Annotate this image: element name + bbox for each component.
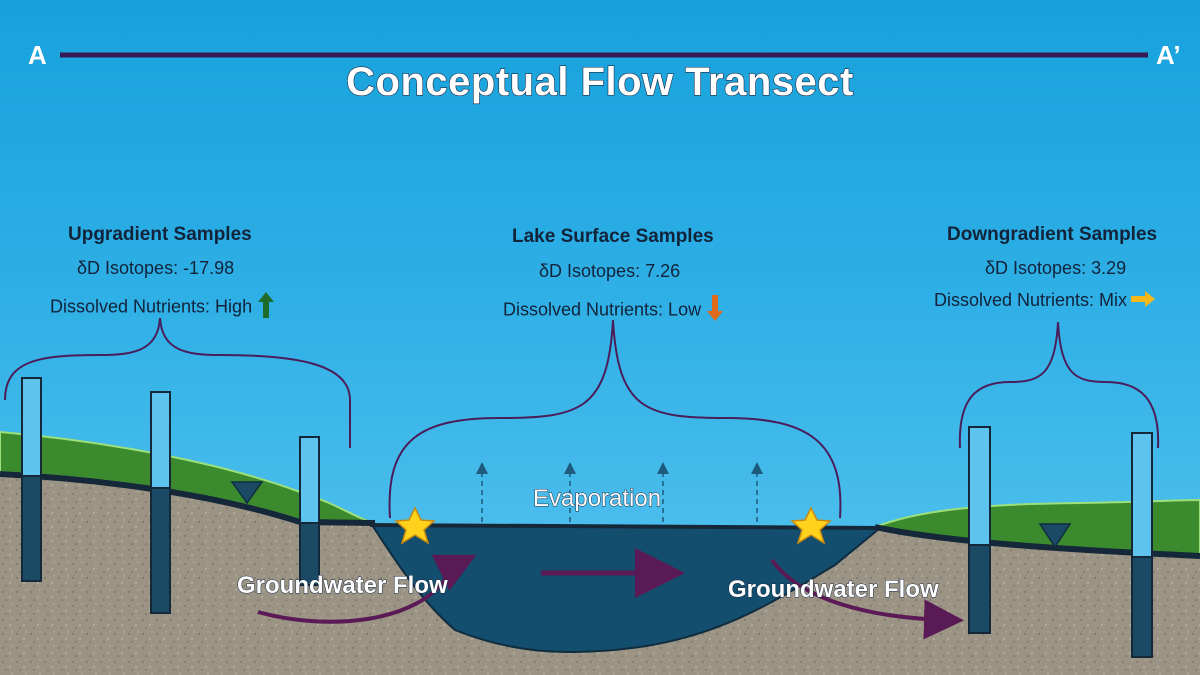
- bracket-lake: [388, 319, 842, 519]
- transect-start-label: A: [28, 40, 47, 70]
- bracket-downgradient: [958, 321, 1160, 449]
- groundwater-flow-label-left: Groundwater Flow: [237, 572, 449, 600]
- well-downgradient-2: [1131, 432, 1153, 658]
- lake-surface-line: [369, 523, 883, 530]
- lake-surface-isotopes: δD Isotopes: 7.26: [539, 261, 681, 281]
- water-table-symbol-left: [230, 481, 264, 505]
- lake-surface-nutrients-row: Dissolved Nutrients: Low: [503, 295, 724, 326]
- arrow-right-icon: [1131, 290, 1156, 312]
- downgradient-heading: Downgradient Samples: [947, 224, 1158, 245]
- water-table-symbol-right: [1038, 523, 1072, 549]
- upgradient-isotopes: δD Isotopes: -17.98: [77, 258, 235, 278]
- well-upgradient-1: [21, 377, 42, 582]
- downgradient-nutrients: Dissolved Nutrients: Mix: [934, 290, 1128, 310]
- evaporation-label: Evaporation: [532, 485, 662, 513]
- groundwater-flow-arrow-right: [770, 558, 964, 640]
- sample-star-right: [790, 506, 832, 545]
- well-downgradient-1: [968, 426, 991, 634]
- well-upgradient-3: [299, 436, 320, 586]
- transect-end-label: A’: [1156, 40, 1181, 70]
- arrow-up-icon: [258, 292, 275, 323]
- upgradient-heading: Upgradient Samples: [68, 224, 252, 245]
- upgradient-nutrients-row: Dissolved Nutrients: High: [50, 292, 275, 323]
- lake-body: [370, 523, 883, 654]
- arrow-down-icon: [707, 295, 724, 326]
- sample-star-left: [394, 506, 436, 545]
- upgradient-nutrients: Dissolved Nutrients: High: [50, 296, 253, 317]
- downgradient-isotopes: δD Isotopes: 3.29: [985, 258, 1127, 278]
- well-upgradient-2: [150, 391, 171, 614]
- groundwater-flow-arrow-left: [257, 554, 477, 624]
- bracket-upgradient: [4, 317, 351, 448]
- groundwater-flow-label-right: Groundwater Flow: [728, 576, 940, 604]
- lake-surface-heading: Lake Surface Samples: [512, 226, 714, 247]
- lake-surface-nutrients: Dissolved Nutrients: Low: [503, 299, 702, 320]
- downgradient-nutrients-row: Dissolved Nutrients: Mix: [934, 290, 1156, 312]
- diagram-title: Conceptual Flow Transect: [346, 59, 854, 104]
